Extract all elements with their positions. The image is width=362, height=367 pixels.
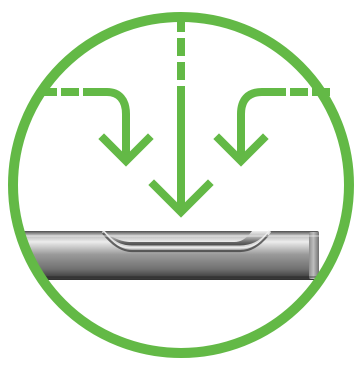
instrument-layer xyxy=(0,231,319,280)
cannula-with-side-window xyxy=(0,231,319,280)
